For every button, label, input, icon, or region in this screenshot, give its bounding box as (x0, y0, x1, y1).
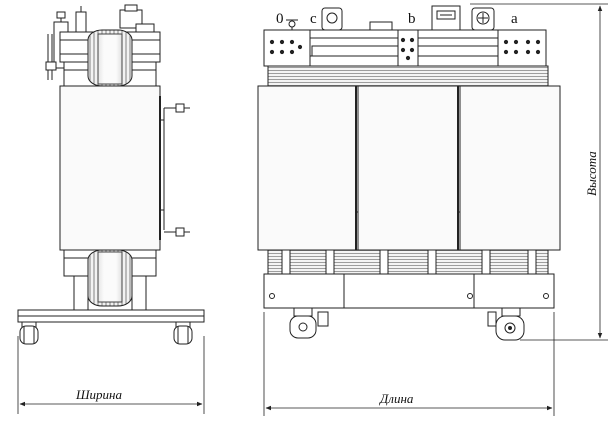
side-wheel-left (19, 321, 39, 345)
front-wheel-left (289, 307, 329, 339)
length-label: Длина (378, 391, 414, 406)
side-coil-body (59, 85, 161, 251)
terminal-label-b: b (408, 11, 416, 27)
front-bottom-frame (263, 273, 555, 309)
side-wheel-right (173, 321, 193, 345)
width-label: Ширина (75, 387, 123, 402)
lifting-eye-left (321, 7, 343, 31)
side-view (17, 4, 205, 414)
terminal-pad-c (263, 29, 311, 67)
front-view (257, 3, 608, 416)
front-wheel-right (487, 307, 525, 341)
top-control-box (369, 5, 461, 31)
coil-phase-b (357, 85, 459, 251)
terminal-label-c: c (310, 11, 317, 27)
terminal-pad-b (397, 29, 419, 67)
side-tap-upper (164, 103, 190, 113)
terminal-label-neutral: 0 (276, 11, 284, 27)
height-label: Высота (584, 151, 599, 196)
terminal-label-a: a (511, 11, 518, 27)
neutral-terminal (282, 19, 302, 31)
coil-phase-a (459, 85, 561, 251)
terminal-pad-a (497, 29, 547, 67)
coil-phase-c (257, 85, 357, 251)
lifting-eye-right (471, 7, 495, 31)
side-tap-lower (164, 227, 190, 237)
